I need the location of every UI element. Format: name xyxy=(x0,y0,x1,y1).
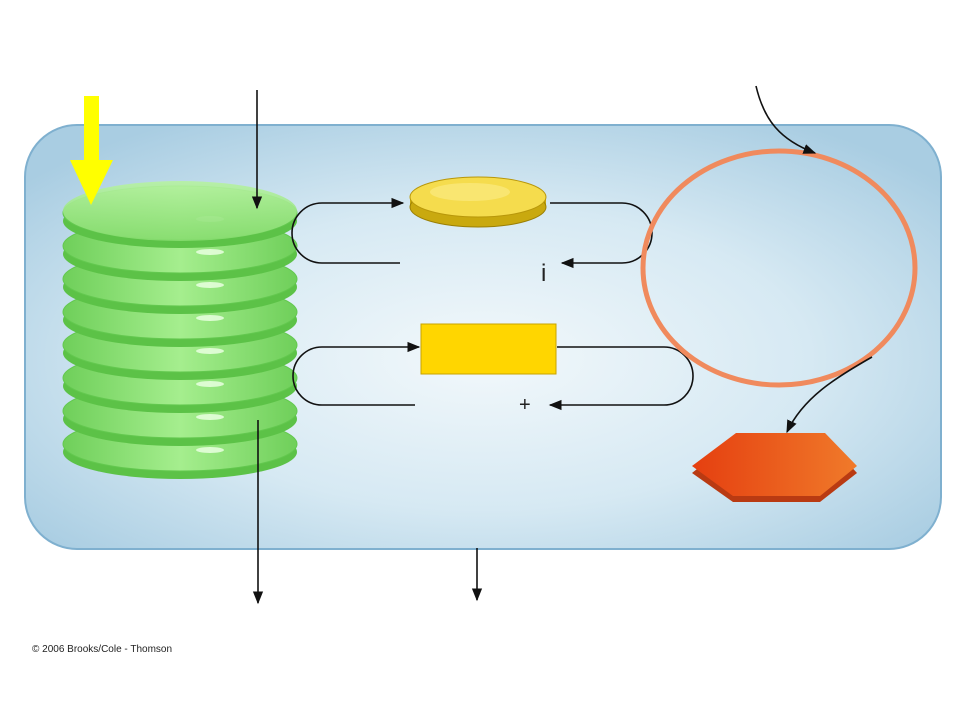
lower-loop-right-arrow xyxy=(548,346,694,411)
yellow-disc xyxy=(409,176,547,228)
yellow-arrow-icon xyxy=(70,96,113,205)
orange-hexagon xyxy=(692,433,857,502)
upper-loop-right-arrow xyxy=(550,202,653,269)
ring-input-arrow xyxy=(755,85,817,154)
yellow-box xyxy=(420,323,557,375)
inhibition-label: i xyxy=(541,260,546,287)
stimulation-label: + xyxy=(519,394,531,416)
green-disc-stack xyxy=(62,181,298,479)
lower-loop-left-arrow xyxy=(292,341,421,406)
green-disc-top xyxy=(63,181,297,241)
orange-ring xyxy=(640,148,918,388)
upper-loop-left-arrow xyxy=(291,197,405,264)
hexagon-input-arrow xyxy=(786,356,873,434)
copyright-text: © 2006 Brooks/Cole - Thomson xyxy=(32,644,173,655)
